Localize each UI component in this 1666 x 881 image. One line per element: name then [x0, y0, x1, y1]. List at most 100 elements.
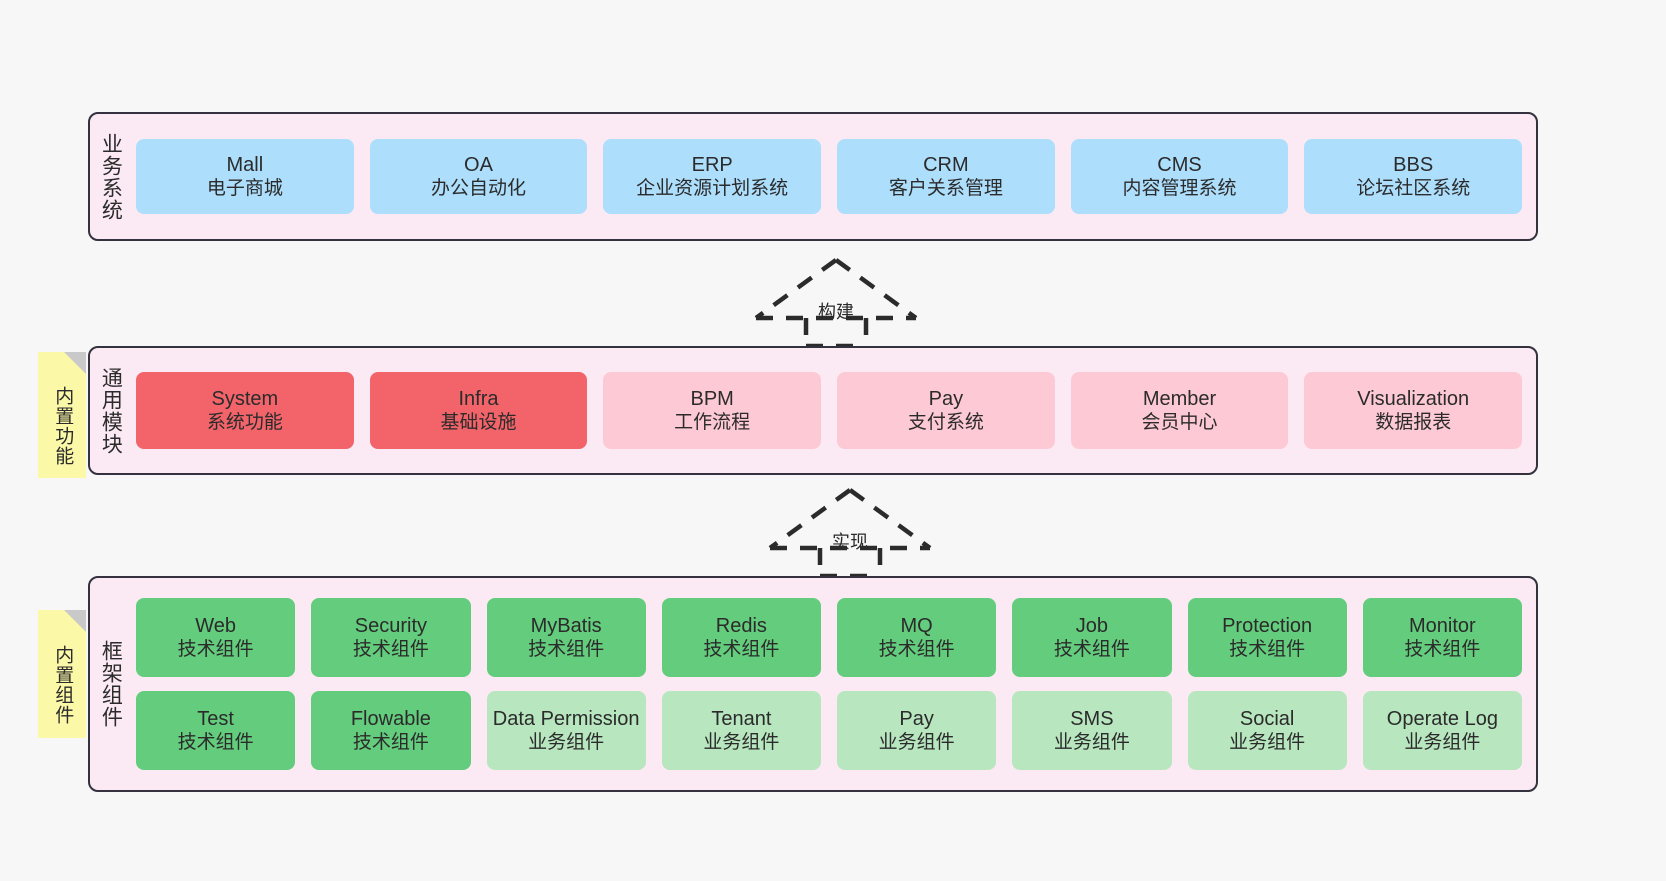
card-security[interactable]: Security 技术组件 — [311, 598, 471, 677]
note-label: 内置组件 — [52, 645, 74, 725]
card-title: Member — [1142, 387, 1217, 410]
card-crm[interactable]: CRM 客户关系管理 — [837, 139, 1055, 214]
card-subtitle: 办公自动化 — [431, 178, 527, 200]
card-system[interactable]: System 系统功能 — [136, 372, 354, 449]
connector-build: 构建 — [748, 256, 924, 349]
card-title: Monitor — [1409, 614, 1476, 637]
card-subtitle: 客户关系管理 — [888, 178, 1003, 200]
card-subtitle: 技术组件 — [1229, 639, 1306, 661]
card-title: Tenant — [711, 707, 772, 730]
card-mybatis[interactable]: MyBatis 技术组件 — [486, 598, 646, 677]
card-subtitle: 业务组件 — [1053, 732, 1130, 754]
card-subtitle: 技术组件 — [1404, 639, 1481, 661]
card-monitor[interactable]: Monitor 技术组件 — [1362, 598, 1522, 677]
card-title: Job — [1075, 614, 1108, 637]
card-title: CRM — [923, 153, 969, 176]
layer-common-modules: 通用模块 System 系统功能 Infra 基础设施 BPM 工作流程 Pay… — [88, 346, 1538, 475]
card-title: BBS — [1393, 153, 1434, 176]
card-title: System — [211, 387, 279, 410]
card-title: Redis — [715, 614, 767, 637]
connector-implement: 实现 — [762, 486, 938, 579]
card-pay-module[interactable]: Pay 支付系统 — [837, 372, 1055, 449]
layer-title-framework-components: 框架组件 — [99, 640, 123, 728]
card-subtitle: 技术组件 — [703, 639, 780, 661]
card-member[interactable]: Member 会员中心 — [1070, 372, 1289, 449]
card-title: Infra — [458, 387, 499, 410]
card-subtitle: 基础设施 — [440, 412, 517, 434]
connector-label: 实现 — [832, 532, 868, 552]
card-pay-component[interactable]: Pay 业务组件 — [837, 691, 997, 770]
layer-body-business-system: Mall 电子商城 OA 办公自动化 ERP 企业资源计划系统 CRM 客户关系… — [130, 114, 1536, 239]
card-title: Mall — [226, 153, 264, 176]
layer-title-common-modules: 通用模块 — [99, 366, 123, 455]
layer-business-system: 业务系统 Mall 电子商城 OA 办公自动化 ERP 企业资源计划系统 CRM… — [88, 112, 1538, 241]
card-subtitle: 业务组件 — [528, 732, 605, 754]
card-erp[interactable]: ERP 企业资源计划系统 — [603, 139, 822, 214]
card-subtitle: 系统功能 — [206, 412, 283, 434]
card-bpm[interactable]: BPM 工作流程 — [603, 372, 822, 449]
card-job[interactable]: Job 技术组件 — [1012, 598, 1172, 677]
layer-title-business-system: 业务系统 — [99, 132, 123, 221]
card-subtitle: 技术组件 — [878, 639, 955, 661]
card-row: Mall 电子商城 OA 办公自动化 ERP 企业资源计划系统 CRM 客户关系… — [136, 139, 1523, 214]
card-subtitle: 业务组件 — [1404, 732, 1481, 754]
card-mq[interactable]: MQ 技术组件 — [837, 598, 997, 677]
card-tenant[interactable]: Tenant 业务组件 — [661, 691, 821, 770]
card-bbs[interactable]: BBS 论坛社区系统 — [1304, 139, 1523, 214]
layer-body-framework-components: Web 技术组件 Security 技术组件 MyBatis 技术组件 Redi… — [130, 578, 1536, 790]
card-title: ERP — [691, 153, 733, 176]
card-title: CMS — [1157, 153, 1202, 176]
layer-framework-components: 框架组件 Web 技术组件 Security 技术组件 MyBatis 技术组件… — [88, 576, 1538, 792]
card-title: Social — [1239, 707, 1295, 730]
card-title: Visualization — [1357, 387, 1470, 410]
card-title: Flowable — [350, 707, 431, 730]
card-subtitle: 支付系统 — [907, 412, 984, 434]
card-title: MQ — [900, 614, 933, 637]
card-title: Operate Log — [1386, 707, 1498, 730]
card-oa[interactable]: OA 办公自动化 — [369, 139, 588, 214]
note-label: 内置功能 — [52, 386, 74, 466]
card-subtitle: 技术组件 — [528, 639, 605, 661]
card-visualization[interactable]: Visualization 数据报表 — [1304, 372, 1523, 449]
card-operate-log[interactable]: Operate Log 业务组件 — [1362, 691, 1522, 770]
card-social[interactable]: Social 业务组件 — [1187, 691, 1347, 770]
card-subtitle: 工作流程 — [674, 412, 751, 434]
note-built-in-functions: 内置功能 — [38, 352, 86, 478]
card-subtitle: 技术组件 — [177, 732, 254, 754]
card-title: SMS — [1070, 707, 1114, 730]
card-subtitle: 技术组件 — [352, 732, 429, 754]
card-subtitle: 技术组件 — [1053, 639, 1130, 661]
card-subtitle: 业务组件 — [878, 732, 955, 754]
card-test[interactable]: Test 技术组件 — [136, 691, 296, 770]
card-sms[interactable]: SMS 业务组件 — [1012, 691, 1172, 770]
card-title: Security — [354, 614, 427, 637]
card-subtitle: 技术组件 — [177, 639, 254, 661]
card-subtitle: 数据报表 — [1375, 412, 1452, 434]
card-row: Web 技术组件 Security 技术组件 MyBatis 技术组件 Redi… — [136, 598, 1522, 677]
card-web[interactable]: Web 技术组件 — [136, 598, 296, 677]
card-subtitle: 技术组件 — [352, 639, 429, 661]
card-title: MyBatis — [530, 614, 602, 637]
card-title: Test — [197, 707, 234, 730]
card-subtitle: 电子商城 — [206, 178, 283, 200]
card-subtitle: 企业资源计划系统 — [636, 178, 789, 200]
card-infra[interactable]: Infra 基础设施 — [369, 372, 588, 449]
card-title: Protection — [1222, 614, 1313, 637]
card-row: Test 技术组件 Flowable 技术组件 Data Permission … — [136, 691, 1522, 770]
card-subtitle: 内容管理系统 — [1122, 178, 1237, 200]
card-subtitle: 业务组件 — [703, 732, 780, 754]
card-flowable[interactable]: Flowable 技术组件 — [311, 691, 471, 770]
card-cms[interactable]: CMS 内容管理系统 — [1070, 139, 1289, 214]
card-data-permission[interactable]: Data Permission 业务组件 — [486, 691, 646, 770]
generalization-arrow-icon — [754, 258, 918, 349]
card-title: Pay — [928, 387, 964, 410]
card-subtitle: 论坛社区系统 — [1356, 178, 1471, 200]
card-mall[interactable]: Mall 电子商城 — [136, 139, 354, 214]
card-protection[interactable]: Protection 技术组件 — [1187, 598, 1347, 677]
card-title: Pay — [899, 707, 934, 730]
connector-label: 构建 — [818, 302, 854, 322]
card-redis[interactable]: Redis 技术组件 — [661, 598, 821, 677]
generalization-arrow-icon — [768, 488, 932, 579]
card-subtitle: 会员中心 — [1141, 412, 1218, 434]
layer-body-common-modules: System 系统功能 Infra 基础设施 BPM 工作流程 Pay 支付系统… — [130, 348, 1536, 473]
